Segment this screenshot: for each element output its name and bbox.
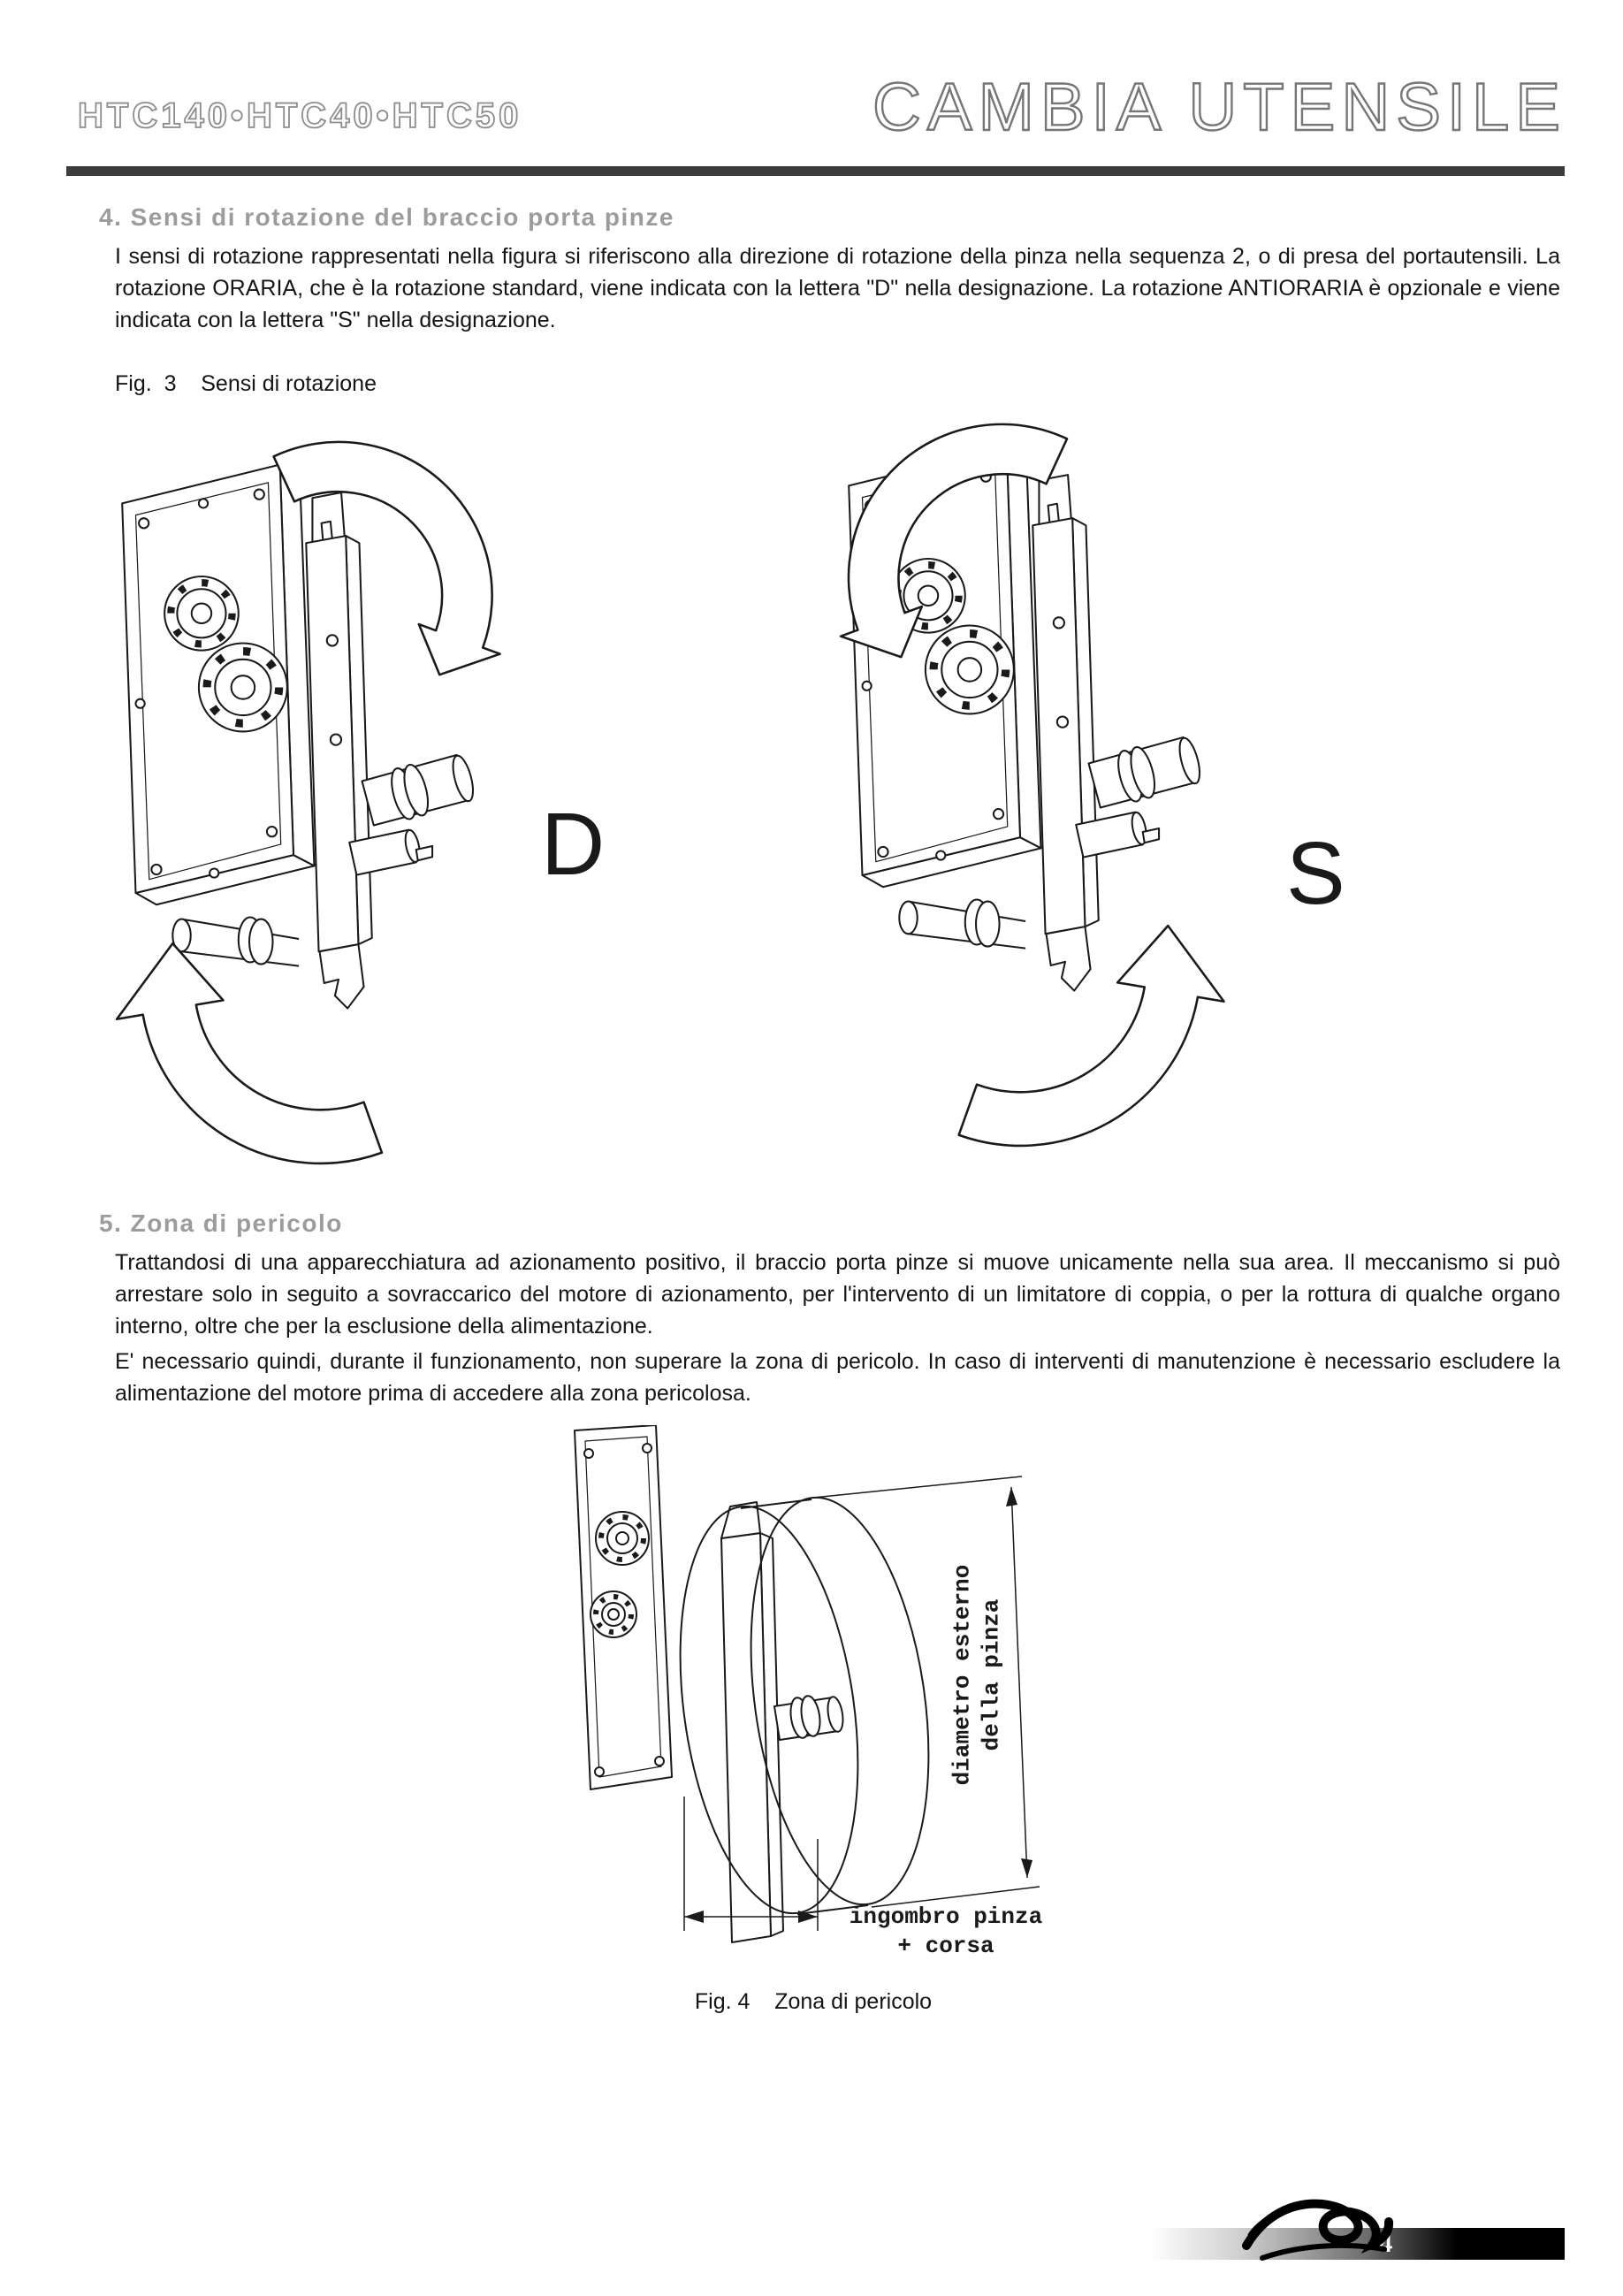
envelope-dimension bbox=[683, 1796, 819, 1931]
machine-left-clockwise bbox=[115, 440, 501, 1165]
section-5-paragraph-1: Trattandosi di una apparecchiatura ad az… bbox=[115, 1250, 1560, 1339]
clockwise-letter: D bbox=[541, 795, 606, 894]
danger-circle-front bbox=[750, 1496, 930, 1906]
figure-3-caption: Fig. 3 Sensi di rotazione bbox=[115, 371, 377, 396]
section-4-paragraph: I sensi di rotazione rappresentati nella… bbox=[115, 244, 1560, 332]
section-5-heading: 5. Zona di pericolo bbox=[99, 1209, 343, 1237]
danger-circle-rear bbox=[679, 1505, 859, 1915]
page-header: HTC140•HTC40•HTC50 CAMBIA UTENSILE bbox=[77, 70, 1566, 145]
diameter-label: diametro esterno della pinza bbox=[949, 1564, 1005, 1786]
tool-changer-drawing bbox=[122, 465, 476, 1009]
rotation-directions-figure bbox=[115, 423, 1225, 1165]
section-5-paragraph-2: E' necessario quindi, durante il funzion… bbox=[115, 1349, 1560, 1406]
model-codes: HTC140•HTC40•HTC50 bbox=[77, 95, 522, 136]
header-rule bbox=[66, 166, 1565, 176]
danger-zone-figure bbox=[574, 1425, 1040, 1943]
envelope-label: ingombro pinza + corsa bbox=[849, 1903, 1043, 1959]
figure-4-caption: Fig. 4 Zona di pericolo bbox=[694, 1989, 933, 2014]
document-title: CAMBIA UTENSILE bbox=[872, 70, 1566, 145]
machine-right-counterclockwise bbox=[839, 423, 1225, 1148]
counterclockwise-letter: S bbox=[1286, 824, 1345, 923]
brand-logo-icon bbox=[1242, 2199, 1394, 2261]
diameter-dimension bbox=[812, 1476, 1040, 1908]
section-4-heading: 4. Sensi di rotazione del braccio porta … bbox=[99, 203, 674, 231]
